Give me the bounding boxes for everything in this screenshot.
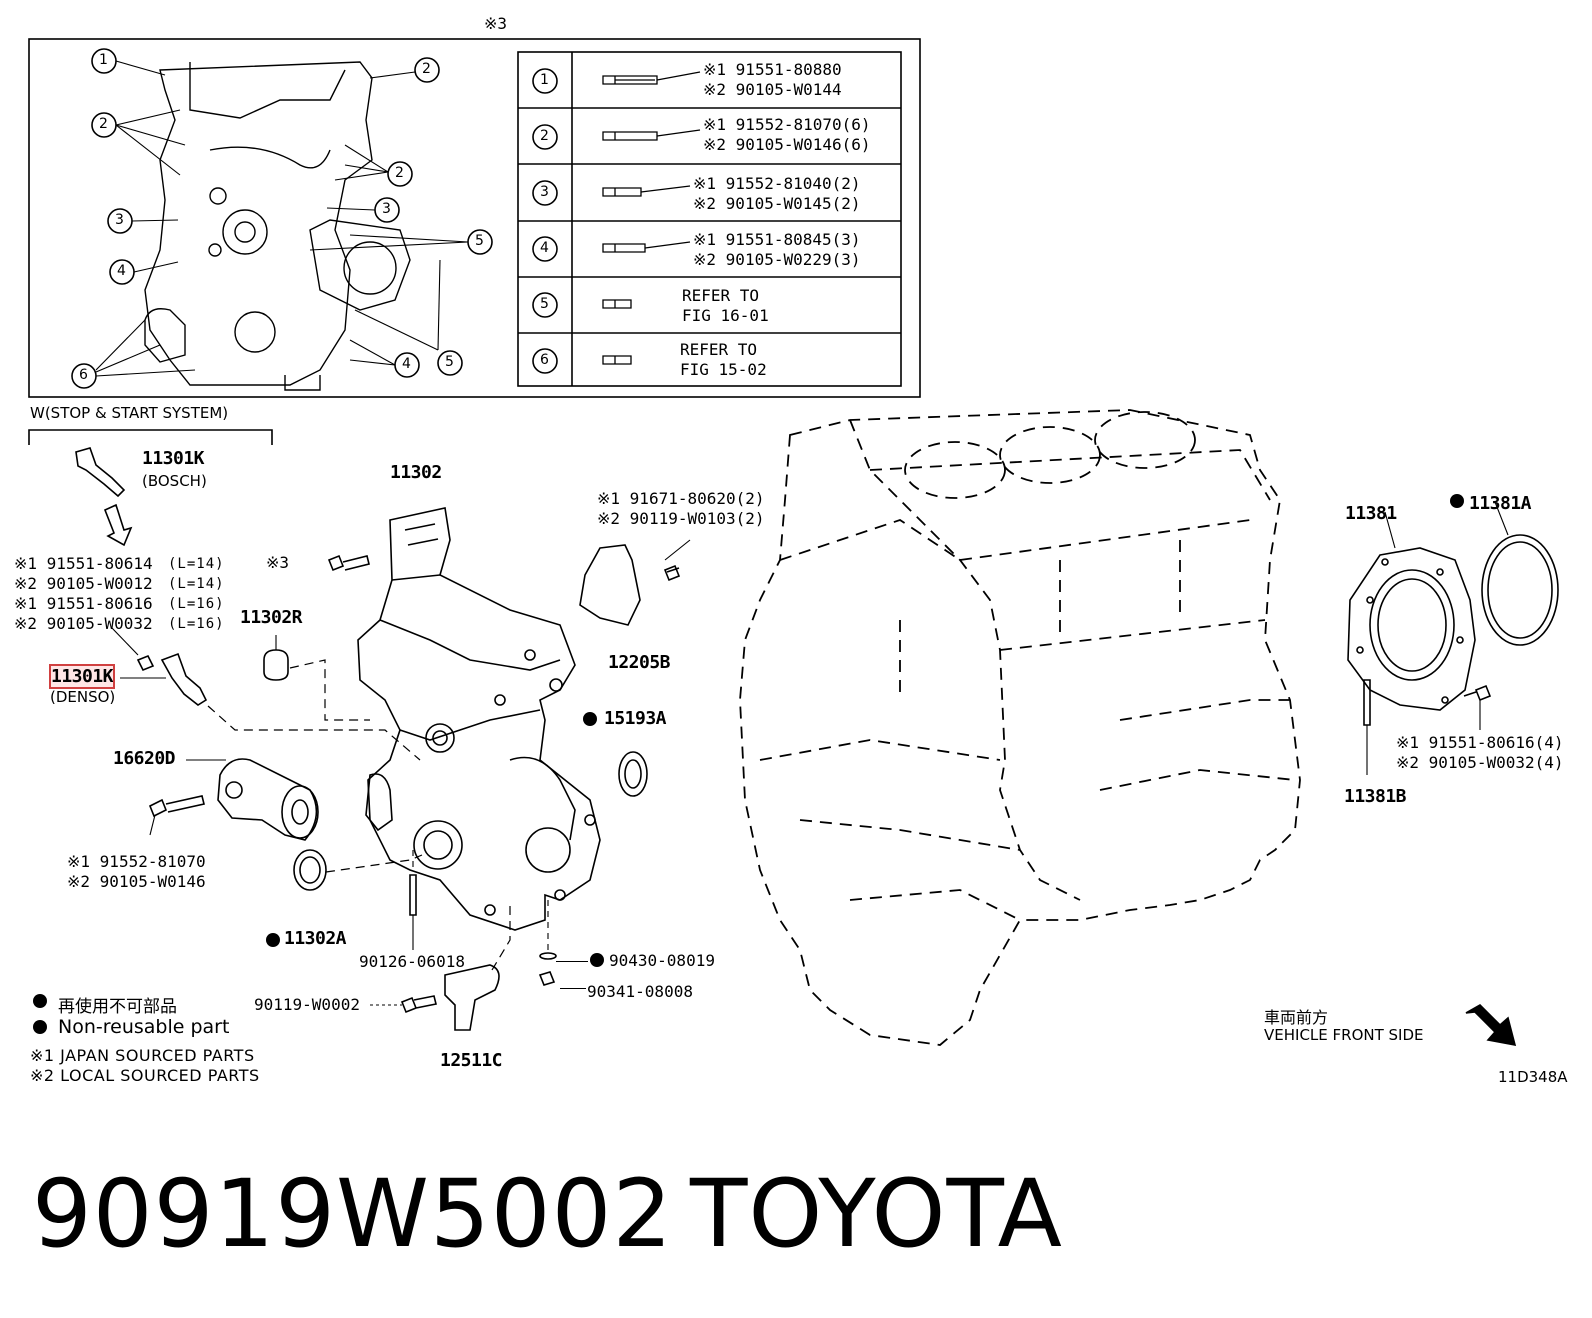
callout-4b: 4 [402, 356, 411, 372]
leader-90430 [556, 961, 588, 962]
retainer-11381 [1347, 547, 1476, 711]
nonreusable-dots [33, 494, 1464, 1034]
table-no-4: 4 [540, 240, 549, 256]
front-arrow [1465, 1004, 1517, 1047]
label-11301K-denso[interactable]: 11301K [48, 664, 116, 689]
seal-15193A [618, 751, 648, 797]
bolt-len-3: (L=16) [168, 596, 225, 612]
label-11381A: 11381A [1469, 493, 1532, 514]
label-11381: 11381 [1345, 503, 1397, 524]
table-row6-line1: REFER TO [680, 340, 758, 359]
inset-title: ※3 [484, 14, 508, 33]
table-no-3: 3 [540, 184, 549, 200]
table-row4-line1: ※1 91551-80845(3) [693, 230, 861, 249]
bolt-line-4: ※2 90105-W0032 [14, 614, 153, 633]
bracket-12511C [444, 964, 500, 1031]
label-15193A: 15193A [604, 708, 667, 729]
label-90430: 90430-08019 [609, 951, 715, 970]
table-no-1: 1 [540, 72, 549, 88]
denso-sensor [160, 652, 208, 706]
bolt-line-1: ※1 91551-80614 [14, 554, 153, 573]
bolt-table [517, 51, 902, 387]
label-bosch: (BOSCH) [142, 472, 207, 490]
callout-6: 6 [79, 367, 88, 383]
figure-code: 11D348A [1498, 1068, 1568, 1086]
callout-3a: 3 [115, 212, 124, 228]
table-bolt-icons [602, 71, 701, 365]
inset-timing-cover [144, 61, 411, 391]
bolt-11381-line1: ※1 91551-80616(4) [1396, 733, 1564, 752]
legend-nonreuse-jp: 再使用不可部品 [58, 997, 177, 1017]
guide-12205B [579, 544, 641, 626]
callout-2b: 2 [99, 116, 108, 132]
callout-2c: 2 [395, 165, 404, 181]
bolt-len-1: (L=14) [168, 556, 225, 572]
table-no-5: 5 [540, 296, 549, 312]
label-11381B: 11381B [1344, 786, 1407, 807]
table-row1-line2: ※2 90105-W0144 [703, 80, 842, 99]
label-denso: (DENSO) [50, 688, 116, 706]
stop-start-label: W(STOP & START SYSTEM) [30, 404, 229, 422]
callout-5b: 5 [445, 354, 454, 370]
table-row3-line1: ※1 91552-81040(2) [693, 174, 861, 193]
bolt-12205-line1: ※1 91671-80620(2) [597, 489, 765, 508]
bolt-line-2: ※2 90105-W0012 [14, 574, 153, 593]
down-arrow [103, 503, 133, 547]
bolt-len-2: (L=14) [168, 576, 225, 592]
tensioner-16620D [217, 758, 319, 841]
inset-frame [28, 38, 921, 398]
legend-japan: ※1 JAPAN SOURCED PARTS [30, 1046, 255, 1065]
bolt-line-3: ※1 91551-80616 [14, 594, 153, 613]
table-row1-line1: ※1 91551-80880 [703, 60, 842, 79]
callout-5a: 5 [475, 233, 484, 249]
label-11302A: 11302A [284, 928, 347, 949]
callout-1: 1 [99, 52, 108, 68]
table-no-2: 2 [540, 128, 549, 144]
callout-3b: 3 [382, 201, 391, 217]
bolt-len-4: (L=16) [168, 616, 225, 632]
label-16620D: 16620D [113, 748, 176, 769]
table-row3-line2: ※2 90105-W0145(2) [693, 194, 861, 213]
table-no-6: 6 [540, 352, 549, 368]
leader-90341 [560, 988, 586, 989]
table-row5-line1: REFER TO [682, 286, 760, 305]
bosch-sensor [75, 447, 126, 498]
table-row6-line2: FIG 15-02 [680, 360, 767, 379]
front-jp: 車両前方 [1264, 1008, 1329, 1027]
legend-nonreuse-en: Non-reusable part [58, 1016, 230, 1038]
label-90341: 90341-08008 [587, 982, 693, 1001]
legend-local: ※2 LOCAL SOURCED PARTS [30, 1066, 260, 1085]
table-row4-line2: ※2 90105-W0229(3) [693, 250, 861, 269]
label-11302: 11302 [390, 462, 442, 483]
label-12511C: 12511C [440, 1050, 503, 1071]
table-row5-line2: FIG 16-01 [682, 306, 769, 325]
brand-name: TOYOTA [690, 1160, 1063, 1269]
table-row2-line1: ※1 91552-81070(6) [703, 115, 871, 134]
bolt-11381-line2: ※2 90105-W0032(4) [1396, 753, 1564, 772]
engine-block [739, 409, 1301, 1046]
plug-11302R [263, 649, 289, 681]
part-number: 90919W5002 [32, 1160, 674, 1269]
label-star3: ※3 [266, 553, 290, 572]
seal-11302A [293, 849, 327, 891]
bolt-12205-line2: ※2 90119-W0103(2) [597, 509, 765, 528]
timing-cover-11302 [357, 507, 601, 931]
bolt-16620-line2: ※2 90105-W0146 [67, 872, 206, 891]
label-12205B: 12205B [608, 652, 671, 673]
label-90119: 90119-W0002 [254, 995, 360, 1014]
callout-2a: 2 [422, 61, 431, 77]
label-11302R: 11302R [240, 607, 303, 628]
label-90126: 90126-06018 [359, 952, 465, 971]
callout-4a: 4 [117, 263, 126, 279]
table-row2-line2: ※2 90105-W0146(6) [703, 135, 871, 154]
bolt-16620-line1: ※1 91552-81070 [67, 852, 206, 871]
label-11301K-bosch: 11301K [142, 448, 205, 469]
seal-11381A [1481, 534, 1559, 646]
front-en: VEHICLE FRONT SIDE [1264, 1026, 1424, 1044]
